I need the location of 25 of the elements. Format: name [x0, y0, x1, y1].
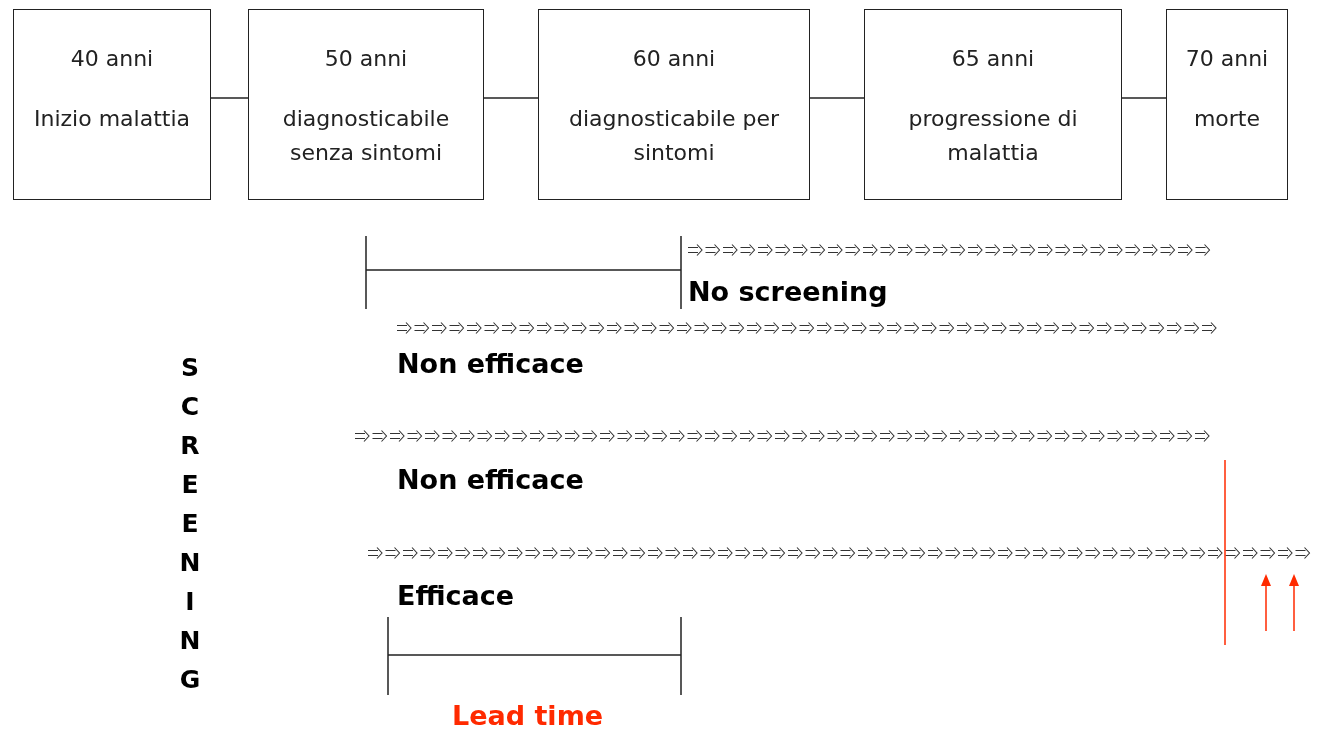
stage-box: [538, 9, 810, 200]
stage-box: [13, 9, 211, 200]
stage-description: diagnosticabile senza sintomi: [281, 105, 451, 167]
stage-box: [864, 9, 1122, 200]
row-label: Non efficace: [397, 348, 584, 379]
row-label: No screening: [688, 276, 888, 307]
age-label: 65 anni: [950, 46, 1036, 71]
stage-box: [248, 9, 484, 200]
connector-line: [809, 97, 865, 99]
age-label: 50 anni: [323, 46, 409, 71]
connector-line: [483, 97, 539, 99]
connector-line: [1121, 97, 1167, 99]
age-label: 60 anni: [631, 46, 717, 71]
vertical-label: SCREENING: [178, 352, 202, 696]
row-label: Efficace: [397, 580, 515, 611]
age-label: 40 anni: [69, 46, 155, 71]
connector-line: [210, 97, 249, 99]
stage-description: diagnosticabile per sintomi: [568, 105, 780, 167]
stage-box: [1166, 9, 1288, 200]
stage-description: progressione di malattia: [907, 105, 1079, 167]
row-label: Non efficace: [397, 464, 584, 495]
age-label: 70 anni: [1184, 46, 1270, 71]
stage-description: Inizio malattia: [33, 105, 191, 133]
lead-time-label: Lead time: [452, 700, 604, 731]
stage-description: morte: [1192, 105, 1262, 133]
